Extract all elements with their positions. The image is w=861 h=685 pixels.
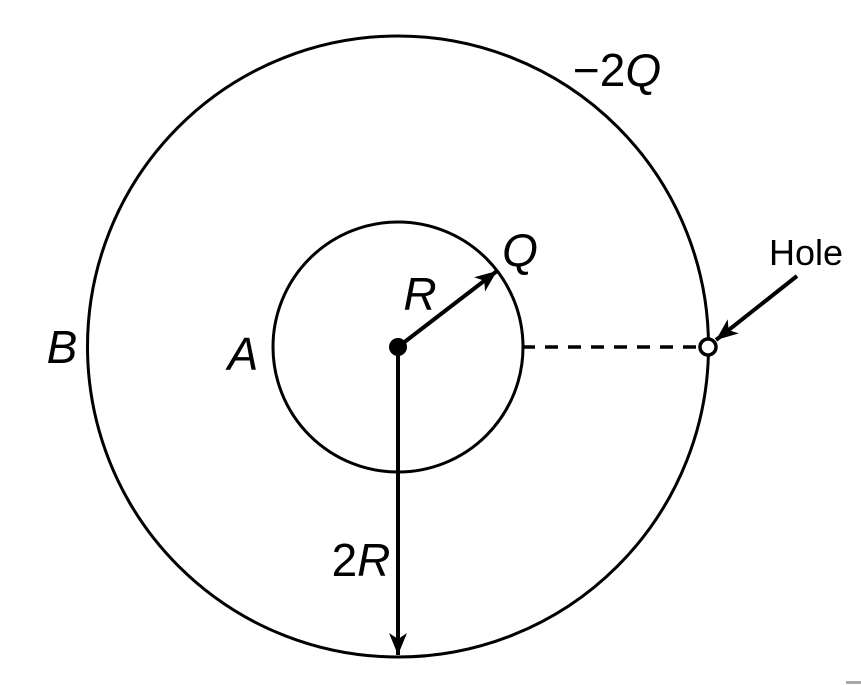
- outer-radius-prefix: 2: [332, 534, 358, 586]
- center-charge-dot: [389, 338, 407, 356]
- shell-a-label: A: [225, 328, 259, 380]
- hole-label: Hole: [769, 232, 843, 273]
- hole-pointer-arrow: [714, 274, 799, 342]
- screen-edge-artifact: [846, 681, 861, 684]
- outer-charge-label: −2Q: [573, 44, 661, 96]
- shell-b-label: B: [47, 321, 78, 373]
- diagram-labels: −2Q B A R Q 2R Hole: [47, 44, 843, 586]
- inner-charge-label: Q: [502, 224, 538, 276]
- inner-radius-label: R: [403, 268, 436, 320]
- outer-radius-label: 2R: [332, 534, 391, 586]
- outer-charge-symbol: Q: [625, 44, 661, 96]
- diagram-linework: [86, 34, 799, 659]
- outer-charge-prefix: −2: [573, 44, 625, 96]
- inner-radius-arrow: [396, 269, 499, 349]
- hole-marker: [698, 337, 718, 357]
- outer-radius-symbol: R: [357, 534, 390, 586]
